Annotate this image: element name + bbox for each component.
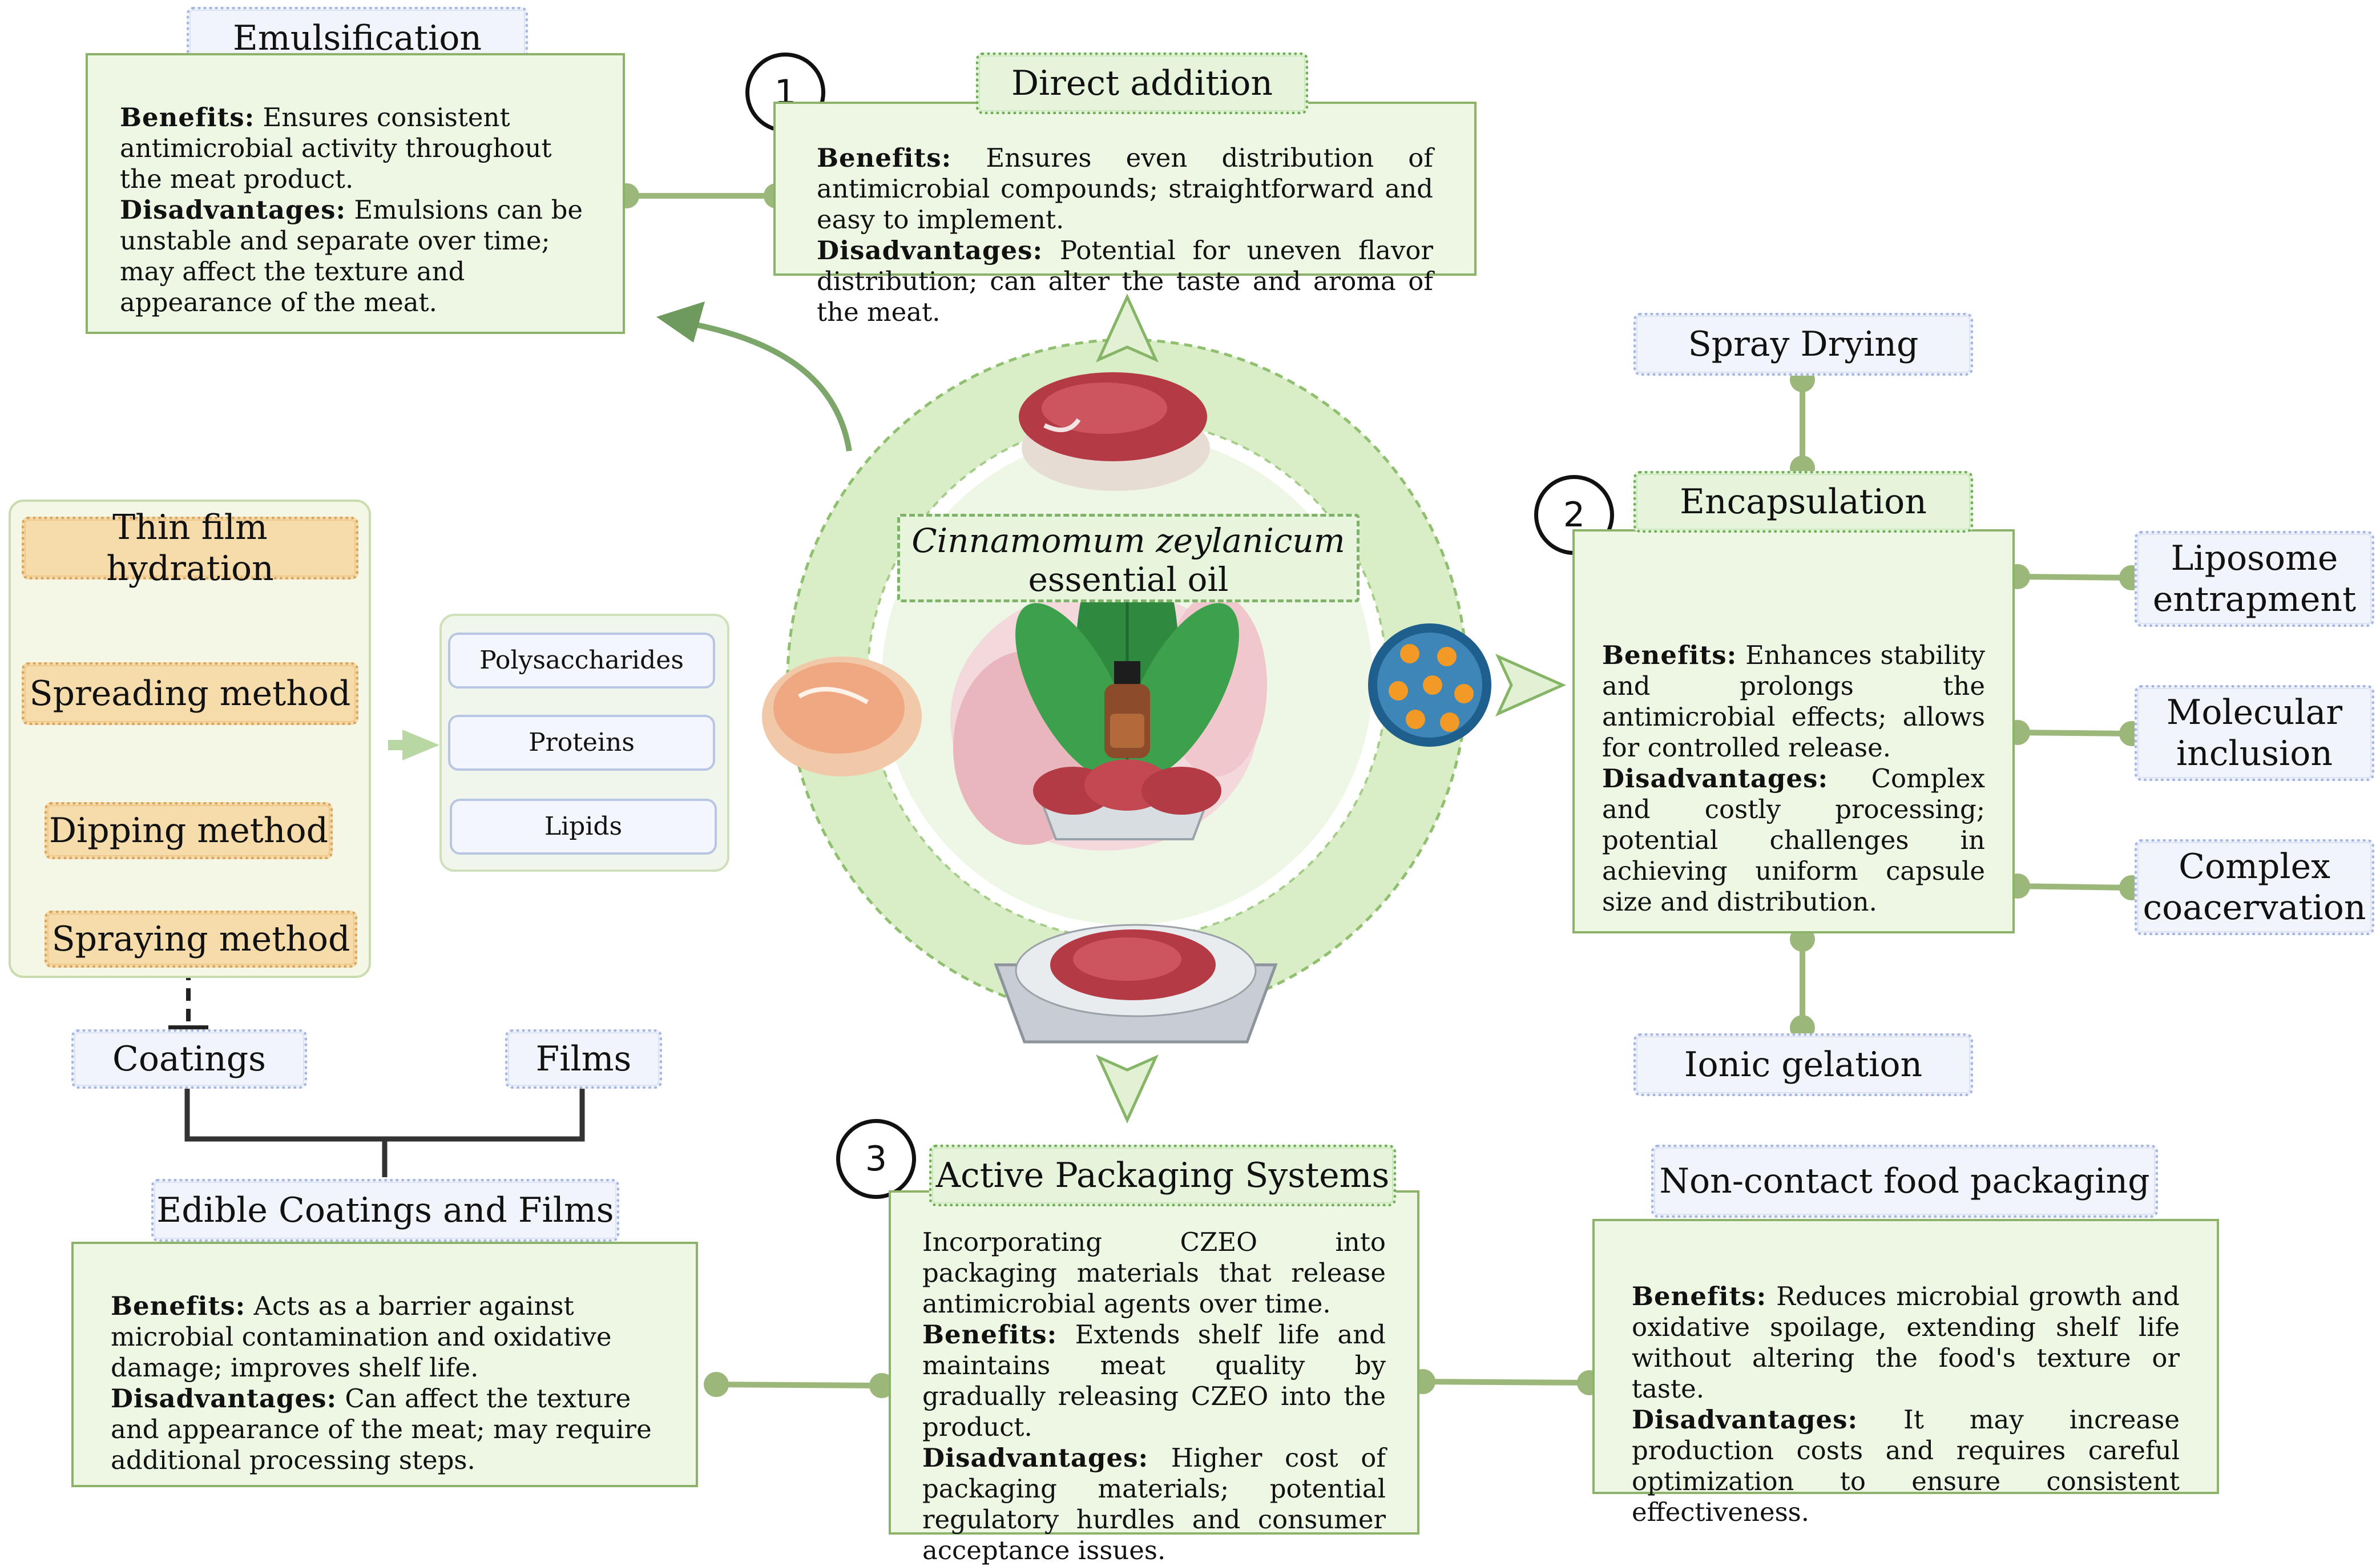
direct-addition-title: Direct addition (976, 53, 1308, 114)
encapsulation-box: Benefits: Enhances stability and prolong… (1572, 529, 2015, 933)
center-title: Cinnamomum zeylanicum essential oil (897, 514, 1360, 602)
direct-addition-box: Benefits: Ensures even distribution of a… (773, 102, 1477, 327)
step-number-3: 3 (836, 1119, 916, 1199)
non-contact-title: Non-contact food packaging (1651, 1145, 2158, 1218)
material-polysaccharides: Polysaccharides (448, 633, 715, 689)
active-packaging-title: Active Packaging Systems (929, 1145, 1396, 1206)
films-label: Films (505, 1029, 662, 1089)
edible-coatings-title: Edible Coatings and Films (151, 1179, 619, 1242)
material-lipids: Lipids (450, 799, 717, 855)
method-spraying: Spraying method (45, 911, 357, 968)
arrow-right-icon (1495, 654, 1567, 716)
method-spreading: Spreading method (22, 662, 358, 725)
edible-coatings-box: Benefits: Acts as a barrier against micr… (71, 1242, 698, 1487)
arrow-down-icon (1096, 1054, 1159, 1124)
active-packaging-box: Incorporating CZEO into packaging materi… (889, 1190, 1419, 1565)
emulsification-box: Benefits: Ensures consistent antimicrobi… (86, 53, 625, 334)
spray-drying-label: Spray Drying (1633, 313, 1973, 376)
pork-chop-left-icon (762, 657, 922, 776)
meat-steak-top-icon (1019, 372, 1210, 491)
encapsulation-title: Encapsulation (1633, 471, 1973, 533)
method-thin-film-hydration: Thin film hydration (22, 508, 358, 589)
meat-tray-center-icon (1033, 759, 1221, 840)
coatings-label: Coatings (71, 1029, 307, 1089)
arrow-left-small-icon (402, 730, 439, 760)
method-dipping: Dipping method (45, 802, 333, 859)
capsule-particle-icon (1368, 623, 1491, 747)
center-title-species: Cinnamomum zeylanicum (911, 521, 1345, 560)
ionic-gelation-label: Ionic gelation (1633, 1033, 1973, 1096)
center-title-subtitle: essential oil (1028, 560, 1229, 599)
packaged-meat-icon (994, 924, 1278, 1044)
curved-arrow-icon (684, 320, 852, 452)
non-contact-box: Benefits: Reduces microbial growth and o… (1592, 1219, 2219, 1527)
coatings-films-bracket (184, 1089, 585, 1177)
arrow-up-icon (1096, 293, 1159, 363)
material-proteins: Proteins (448, 715, 715, 771)
